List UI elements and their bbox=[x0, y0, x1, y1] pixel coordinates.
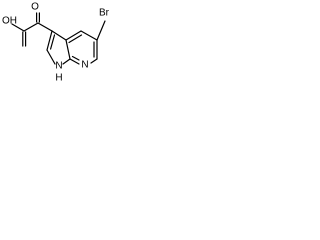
bond-c7a-c3a bbox=[65, 39, 71, 60]
bond-c4-c5 bbox=[80, 30, 98, 41]
bond-c1-oh bbox=[11, 23, 25, 32]
pyrrole-hydrogen-label: H bbox=[55, 73, 62, 84]
carbonyl-oxygen-label: O bbox=[31, 2, 39, 13]
bond-c3-c3a bbox=[51, 30, 67, 41]
bond-c3-c2r bbox=[46, 30, 53, 51]
bromine-label: Br bbox=[99, 8, 110, 19]
bond-c2r-n1 bbox=[46, 49, 56, 65]
bond-c1-c2 bbox=[23, 22, 39, 32]
bond-n7-c7a-inner bbox=[71, 55, 80, 61]
bond-c3a-c4 bbox=[65, 30, 82, 41]
chemical-structure: OH O Br N N H bbox=[2, 2, 110, 84]
pyridine-nitrogen-label: N bbox=[81, 60, 88, 71]
bond-c2-c3 bbox=[37, 22, 53, 32]
pyrrole-nitrogen-label: N bbox=[55, 61, 62, 72]
bond-n7-c7a bbox=[69, 58, 80, 65]
bond-group bbox=[11, 12, 106, 65]
bond-c5-br bbox=[96, 20, 106, 41]
bond-c3a-c4-inner bbox=[68, 34, 83, 44]
bond-n1-c7a bbox=[62, 58, 71, 65]
atom-label-group: OH O Br N N H bbox=[2, 2, 110, 84]
bond-c3-c2r-inner bbox=[49, 34, 56, 50]
hydroxyl-label: OH bbox=[2, 16, 17, 27]
bond-c6-n7 bbox=[90, 58, 98, 64]
